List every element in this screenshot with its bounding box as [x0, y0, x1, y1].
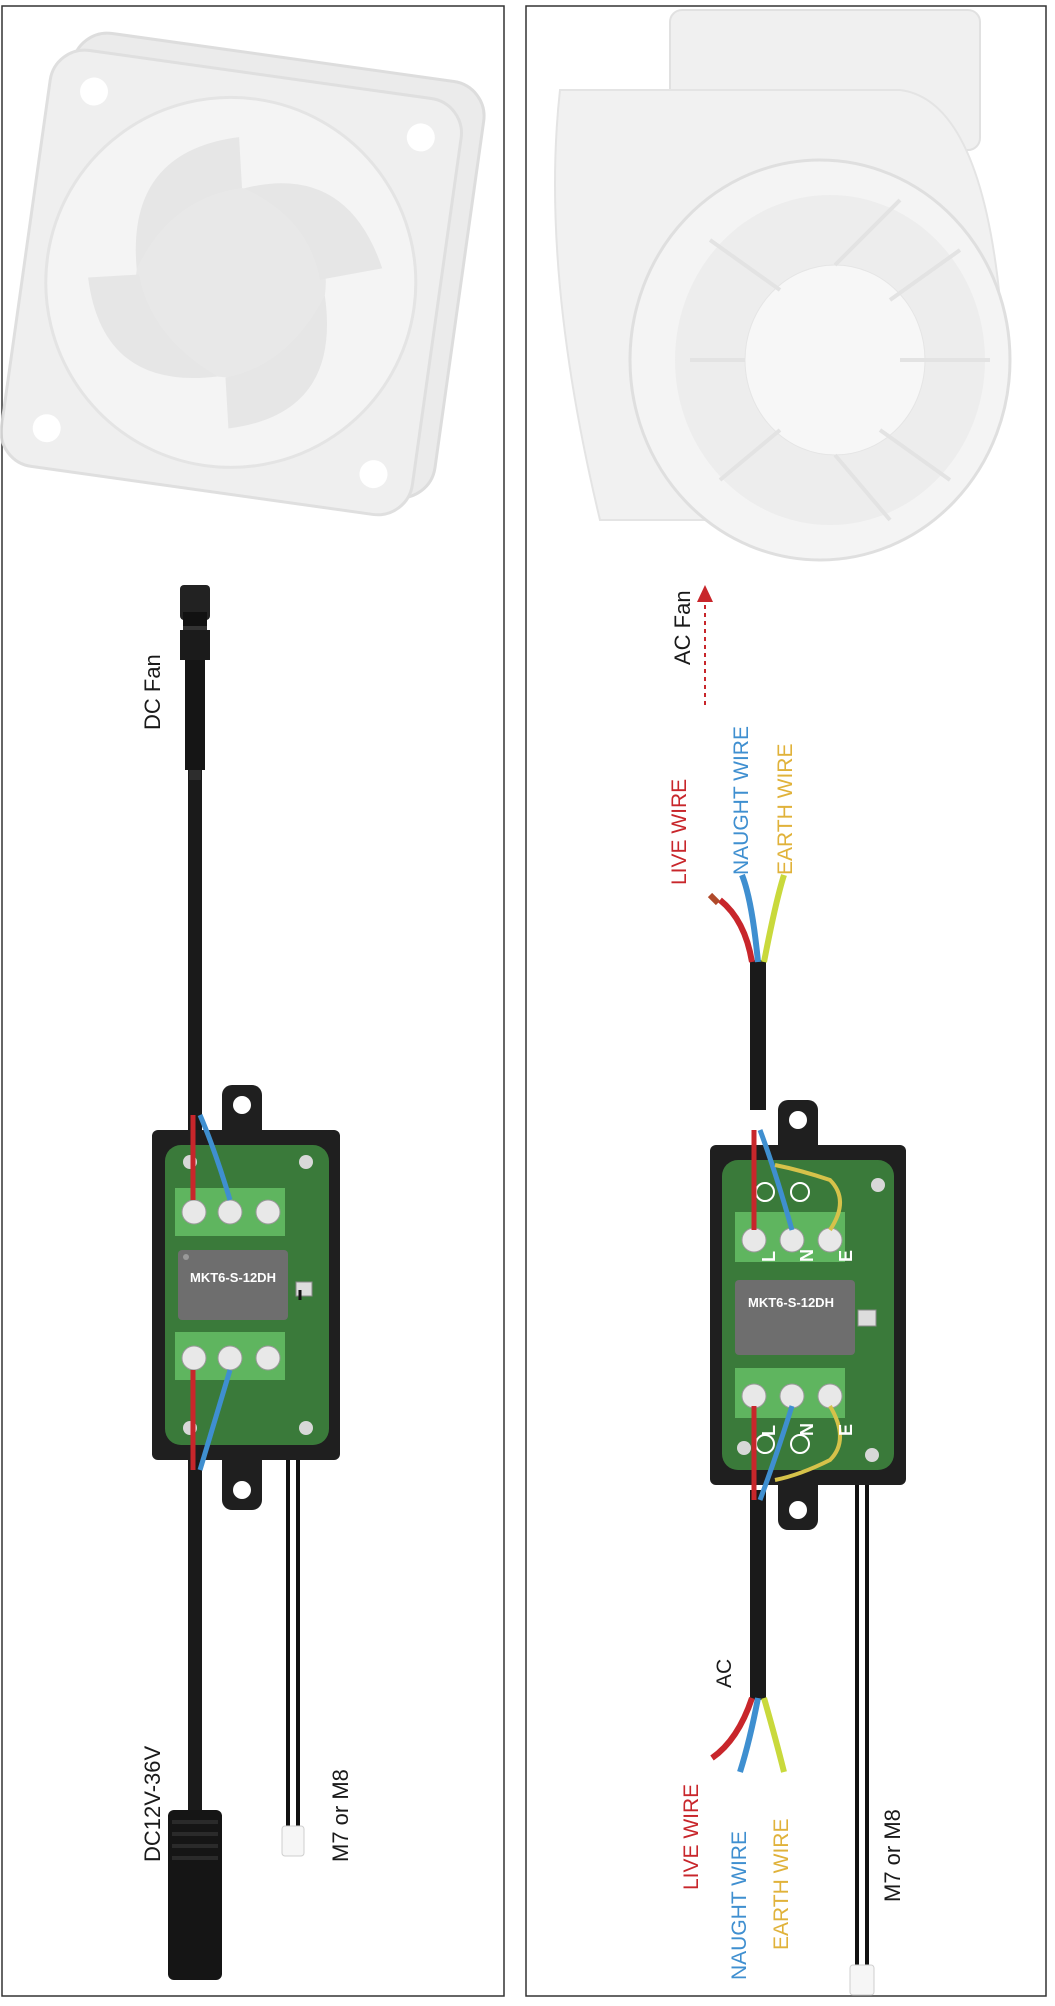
ac-fan-direction-arrow — [697, 585, 713, 705]
dc-input-label: DC12V-36V — [140, 1745, 165, 1862]
ac-input-label: AC — [713, 1658, 736, 1688]
dc-input-jack — [168, 1810, 222, 1980]
ac-sensor-label: M7 or M8 — [880, 1809, 905, 1902]
ac-fan-label: AC Fan — [670, 590, 695, 665]
dc-sensor-label: M7 or M8 — [328, 1769, 353, 1862]
dc-relay-chip — [178, 1250, 288, 1320]
ac-terminal-N-top: N — [797, 1249, 817, 1262]
dc-fan-label: DC Fan — [140, 654, 165, 730]
ac-output-wires — [707, 873, 787, 963]
ac-out-earth-label: EARTH WIRE — [774, 743, 797, 875]
ac-in-earth-label: EARTH WIRE — [770, 1818, 793, 1950]
ac-in-neutral-label: NAUGHT WIRE — [728, 1831, 751, 1980]
ac-terminal-L-top: L — [759, 1251, 779, 1262]
ac-input-wires — [710, 1697, 787, 1773]
ac-relay-chip — [735, 1280, 855, 1355]
ac-controller-box — [710, 1100, 906, 1530]
ac-output-cable — [750, 960, 766, 1110]
ac-in-live-label: LIVE WIRE — [680, 1783, 703, 1890]
dc-relay-model: MKT6-S-12DH — [190, 1270, 276, 1285]
dc-controller-box — [152, 1085, 340, 1510]
dc-fan-illustration — [0, 31, 486, 517]
dc-fan-plug — [180, 585, 210, 780]
ac-sensor-cable — [849, 1320, 875, 1996]
ac-terminal-L-bottom: L — [759, 1425, 779, 1436]
dc-sensor-cable — [281, 1290, 305, 1857]
ac-relay-model: MKT6-S-12DH — [748, 1295, 834, 1310]
ac-terminal-E-top: E — [836, 1249, 856, 1262]
ac-out-live-label: LIVE WIRE — [668, 778, 691, 885]
ac-input-cable — [750, 1490, 766, 1700]
ac-terminal-N-bottom: N — [797, 1423, 817, 1436]
ac-out-neutral-label: NAUGHT WIRE — [730, 726, 753, 875]
ac-fan-illustration — [554, 9, 1012, 562]
ac-terminal-E-bottom: E — [836, 1423, 856, 1436]
